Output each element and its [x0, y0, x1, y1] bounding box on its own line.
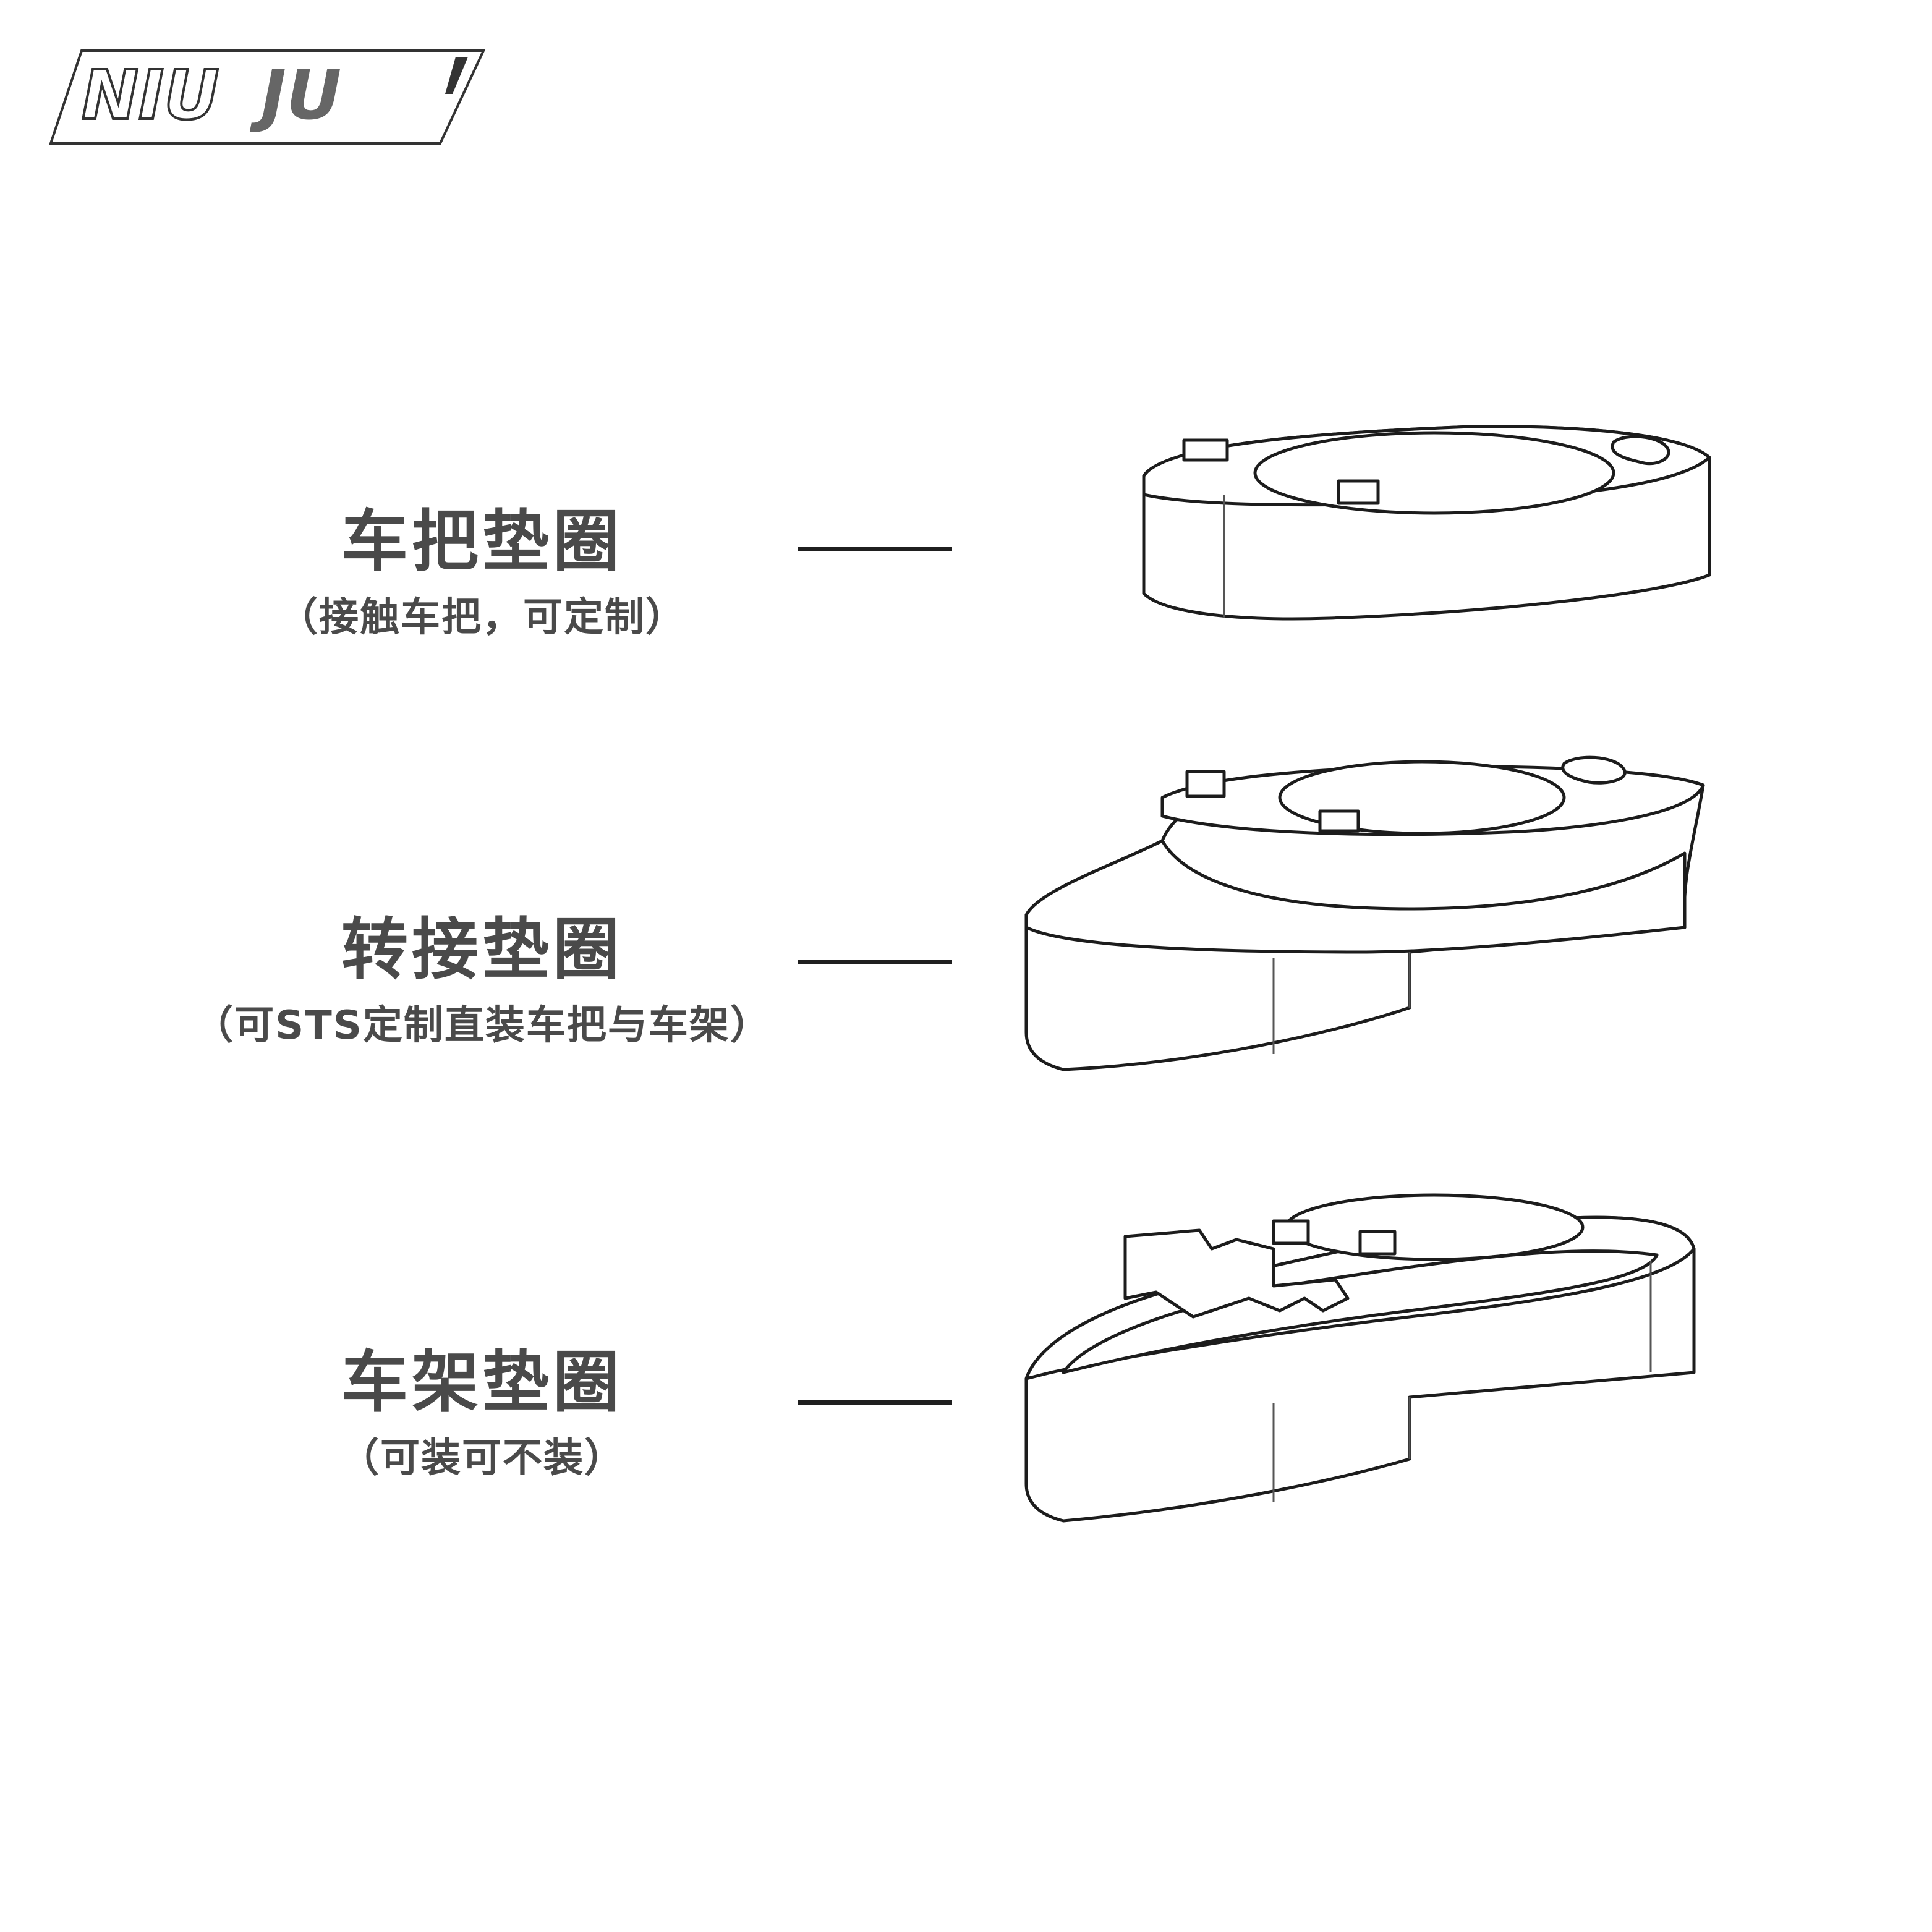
part-label-handlebar-spacer: 车把垫圈 （接触车把，可定制） — [111, 507, 853, 642]
logo-text-left: NIU — [82, 56, 219, 135]
part-title: 车架垫圈 — [341, 1344, 623, 1421]
part-subtitle: （可装可不装） — [339, 1436, 625, 1482]
adapter-spacer-drawing — [1024, 755, 1705, 1071]
leader-line — [798, 1400, 952, 1405]
brand-logo: NIU JU — [49, 49, 486, 145]
leader-line — [798, 547, 952, 551]
part-label-adapter-spacer: 转接垫圈 （可STS定制直装车把与车架） — [111, 915, 853, 1050]
handlebar-spacer-drawing — [1142, 425, 1711, 621]
frame-spacer-drawing — [1024, 1193, 1696, 1523]
part-title: 转接垫圈 — [341, 911, 623, 989]
part-title: 车把垫圈 — [341, 503, 623, 581]
leader-line — [798, 960, 952, 964]
part-label-frame-spacer: 车架垫圈 （可装可不装） — [111, 1348, 853, 1483]
part-subtitle: （接触车把，可定制） — [278, 595, 686, 641]
logo-text-right: JU — [249, 56, 341, 135]
part-subtitle: （可STS定制直装车把与车架） — [194, 1003, 771, 1049]
